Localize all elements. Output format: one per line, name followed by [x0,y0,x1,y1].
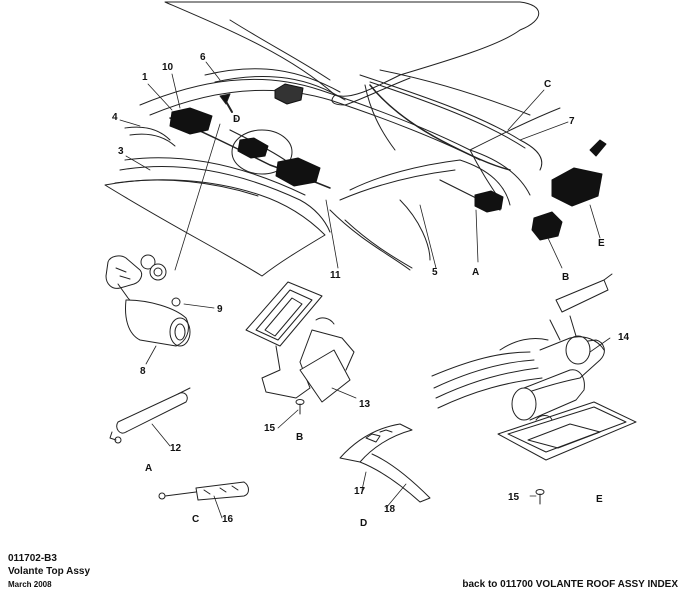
callout-C-detail: C [192,514,199,525]
ram-cylinder-12 [109,387,191,444]
leader-lines [119,61,611,519]
roof-motor-units [169,83,607,241]
callout-A-detail: A [145,463,152,474]
callout-A-main: A [472,267,479,278]
callout-D-detail: D [360,518,367,529]
diagram-code: 011702-B3 [8,553,57,564]
roof-top-cover [164,1,540,106]
callout-9: 9 [217,304,223,315]
callout-10: 10 [162,62,174,73]
callout-5: 5 [432,267,438,278]
callout-4: 4 [112,112,118,123]
callout-C-main: C [544,79,551,90]
callout-8: 8 [140,366,146,377]
callout-17: 17 [354,486,366,497]
callout-12: 12 [170,443,182,454]
hydraulic-pump-14 [431,273,637,461]
callout-15-right: 15 [508,492,520,503]
screw-15-right [535,489,545,505]
diagram-title: Volante Top Assy [8,566,91,577]
screw-15-left [295,399,305,415]
callout-B-main: B [562,272,569,283]
callout-labels: 1 10 6 D 4 3 C 7 5 11 A B E 8 9 13 15 B … [112,52,630,529]
callout-13: 13 [359,399,371,410]
callout-3: 3 [118,146,124,157]
seal-17-18 [339,423,431,503]
callout-7: 7 [569,116,575,127]
callout-18: 18 [384,504,396,515]
callout-E-main: E [598,238,605,249]
mount-bracket-13 [245,281,355,403]
diagram-date: March 2008 [8,580,52,589]
motor-8 [105,254,191,347]
headliner-panel [104,126,331,277]
callout-15-left: 15 [264,423,276,434]
callout-14: 14 [618,332,630,343]
stay-16 [158,481,249,501]
callout-B-detail: B [296,432,303,443]
roof-frame [139,68,543,271]
callout-16: 16 [222,514,234,525]
callout-E-detail: E [596,494,603,505]
callout-6: 6 [200,52,206,63]
arrow-up-icon [219,93,233,113]
back-to-index-link[interactable]: back to 011700 VOLANTE ROOF ASSY INDEX [462,579,678,590]
callout-11: 11 [330,270,341,281]
callout-1: 1 [142,72,148,83]
callout-D-main: D [233,114,240,125]
